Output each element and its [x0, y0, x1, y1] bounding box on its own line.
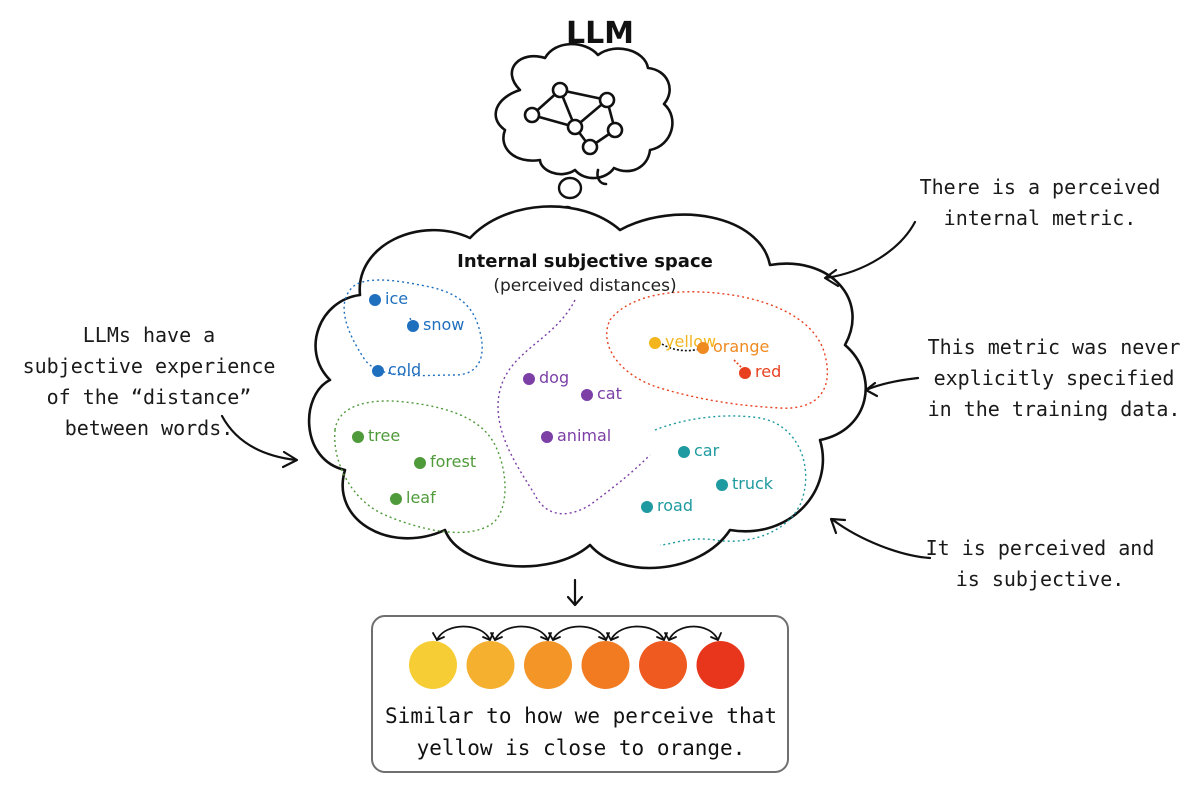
word-dot	[390, 493, 402, 505]
word-label: red	[755, 362, 782, 381]
word-dot	[581, 389, 593, 401]
word-dot	[352, 431, 364, 443]
page-title: LLM	[565, 16, 635, 51]
space-title: Internal subjective space	[457, 251, 713, 272]
word-label: cat	[597, 384, 622, 403]
word-label: animal	[557, 426, 612, 445]
thought-cloud	[307, 205, 867, 570]
word-label: car	[694, 441, 720, 460]
word-label: leaf	[406, 488, 436, 507]
word-dot	[678, 446, 690, 458]
word-label: dog	[539, 368, 570, 387]
word-dot	[414, 457, 426, 469]
annotation-right-top: There is a perceived internal metric.	[919, 175, 1161, 230]
hop-arrows	[432, 625, 722, 641]
brain-network-icon	[494, 42, 674, 186]
annotation-right-middle: This metric was never explicitly specifi…	[927, 335, 1181, 421]
word-label: forest	[430, 452, 477, 471]
word-dot	[649, 337, 661, 349]
word-dot	[372, 365, 384, 377]
color-circle	[466, 641, 515, 689]
word-dot	[739, 367, 751, 379]
word-dot	[541, 431, 553, 443]
word-dot	[716, 479, 728, 491]
word-dot	[369, 294, 381, 306]
color-circle	[639, 641, 687, 689]
word-label: orange	[713, 337, 770, 356]
word-label: snow	[423, 315, 465, 334]
word-label: truck	[732, 474, 774, 493]
color-scale	[409, 641, 745, 689]
word-dot	[697, 342, 709, 354]
cluster-boundaries	[333, 279, 829, 546]
word-label: ice	[385, 289, 409, 308]
word-dot	[407, 320, 419, 332]
word-label: road	[657, 496, 693, 515]
annotation-right-bottom: It is perceived and is subjective.	[925, 536, 1155, 591]
annotation-left: LLMs have a subjective experience of the…	[22, 323, 276, 440]
word-dot	[641, 501, 653, 513]
color-circle	[524, 641, 572, 689]
word-dot	[523, 373, 535, 385]
color-scale-panel	[371, 615, 789, 773]
color-circle	[696, 641, 745, 689]
color-scale-caption: Similar to how we perceive that yellow i…	[385, 704, 777, 760]
color-circle	[581, 641, 630, 689]
arrow-icon	[220, 220, 932, 607]
word-label: cold	[388, 360, 422, 379]
word-label: tree	[368, 426, 401, 445]
space-subtitle: (perceived distances)	[493, 276, 677, 296]
color-circle	[409, 641, 457, 689]
